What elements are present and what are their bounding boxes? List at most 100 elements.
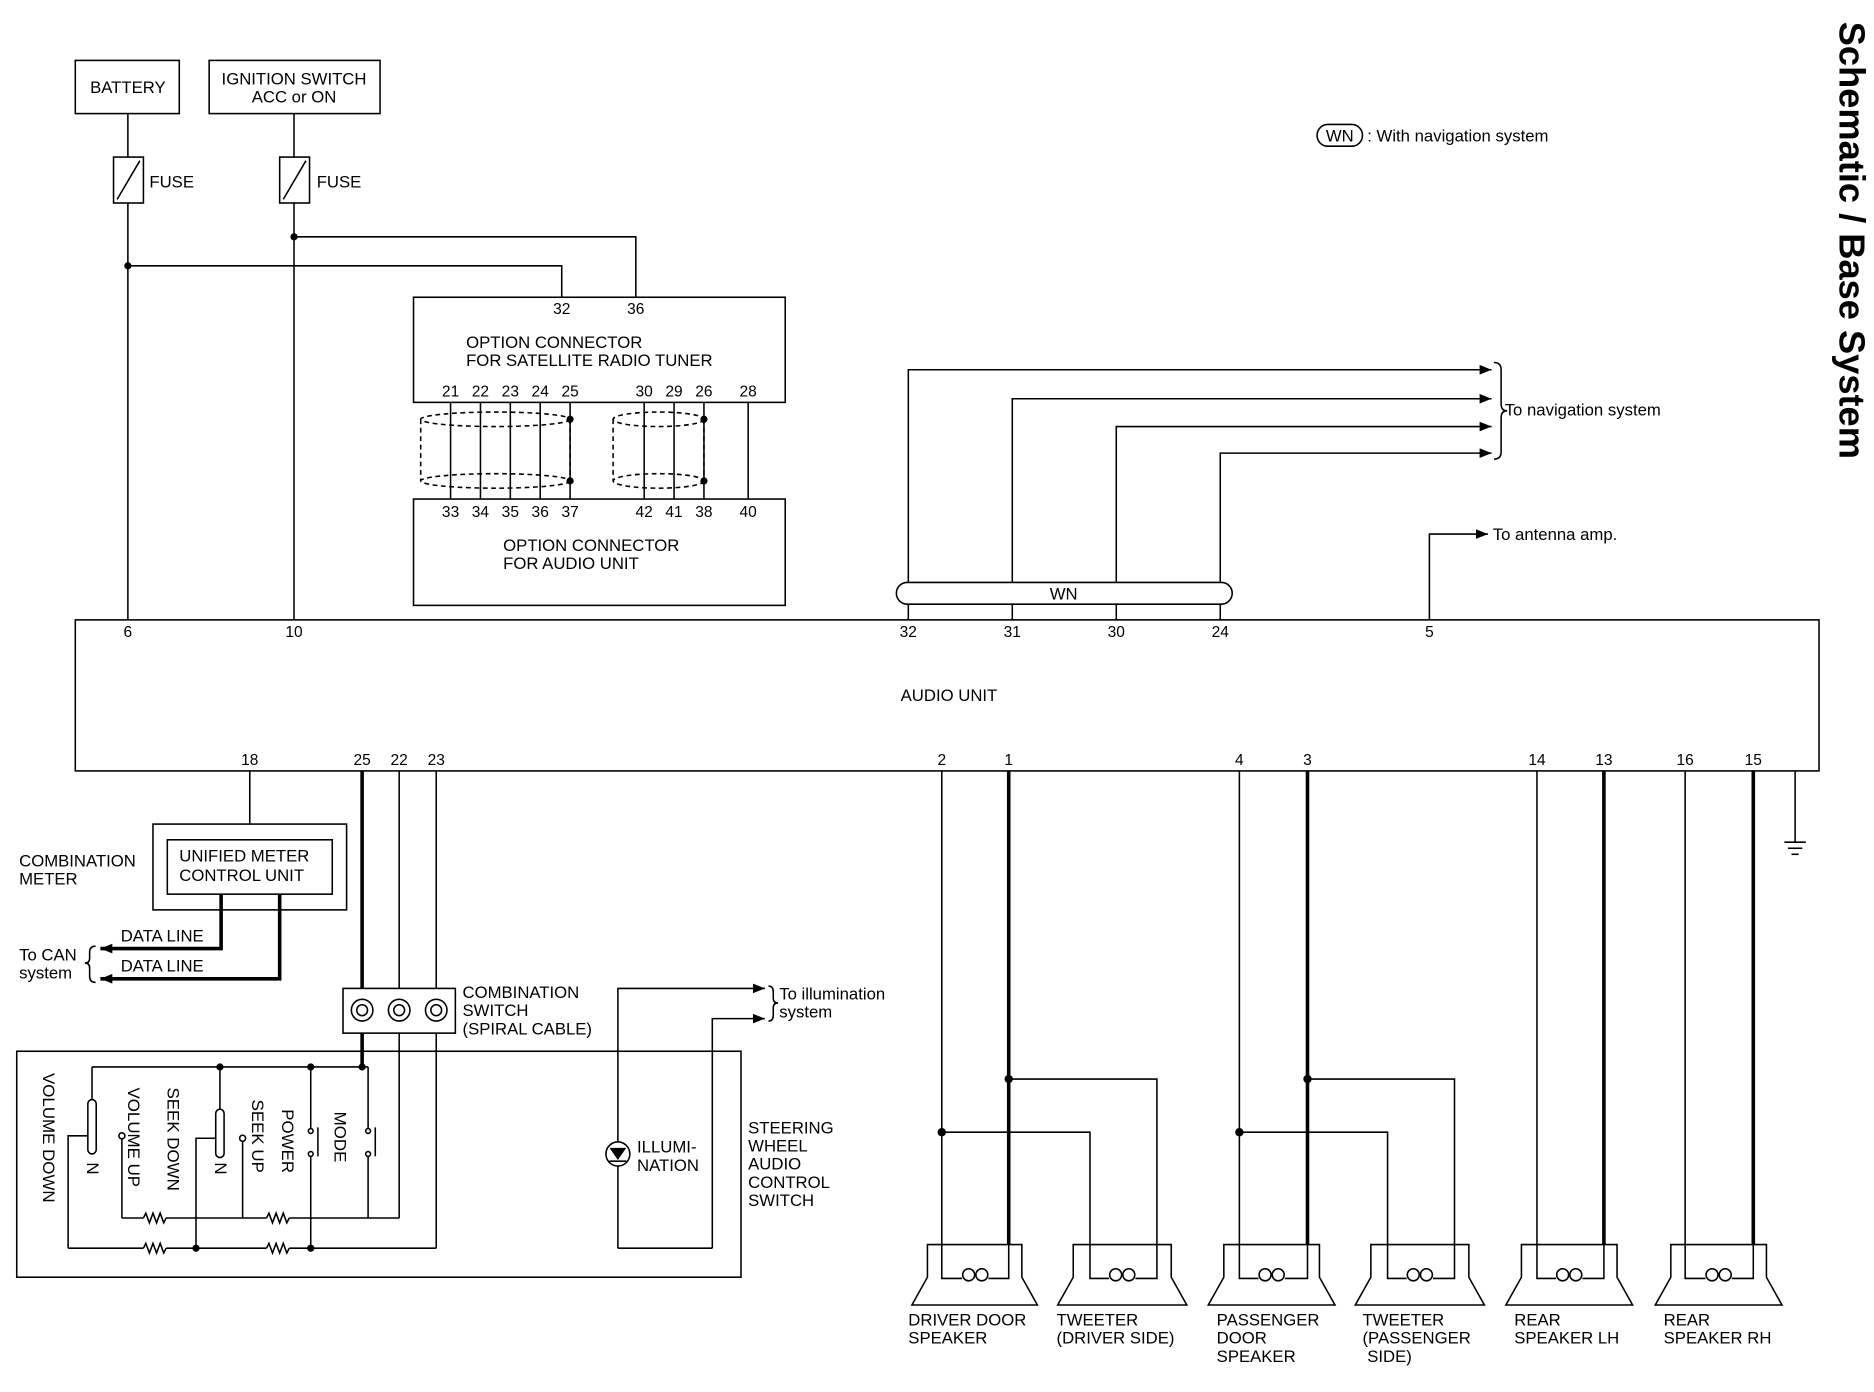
speaker-rear-lh: REAR SPEAKER LH [1504,1243,1634,1348]
speaker-coil-wire [1536,1244,1605,1280]
switch-label-volume-down: VOLUME DOWN [39,1073,58,1203]
unified-meter-label-2: CONTROL UNIT [179,866,304,885]
illumination-lamp-label-2: NATION [637,1156,699,1175]
legend-oval [1316,123,1364,147]
ignition-label-1: IGNITION SWITCH [222,70,367,89]
contact-icon [118,1132,126,1140]
speaker-label: TWEETER [1362,1310,1444,1329]
combination-meter-label-2: METER [19,869,78,888]
pin-number: 26 [695,383,712,400]
combination-meter-label-1: COMBINATION [19,851,136,870]
steering-switch-label-2: WHEEL [748,1136,807,1155]
shield-left [419,411,574,489]
steering-switch-label-5: SWITCH [748,1191,814,1210]
battery-box [74,59,181,115]
legend-text: : With navigation system [1367,126,1548,145]
spiral-cable-inner [355,1003,369,1017]
pin-number: 4 [1235,752,1244,769]
speaker-coil-wire [1238,1244,1309,1280]
pin-number: 24 [1212,624,1230,641]
audio-connector-box [412,498,786,607]
shield-ellipse [612,472,705,489]
speaker-coil-icon [1271,1267,1285,1282]
speaker-coil-icon [1705,1267,1719,1282]
speaker-coil-icon [1569,1267,1583,1282]
audio-unit-box [74,619,1820,772]
battery-label: BATTERY [90,78,166,97]
speaker-label: REAR [1664,1310,1710,1329]
spiral-cable-icon [387,998,411,1022]
page-title: Schematic / Base System [1831,22,1872,459]
wire [941,1131,1091,1245]
data-line-wire [100,894,282,984]
wire [1115,421,1492,620]
resistor-icon [142,1241,167,1256]
pin-number: 36 [532,504,549,521]
wire [1008,1078,1158,1245]
shield-ellipse [612,411,705,428]
switch-label-neutral: N [83,1162,102,1174]
ignition-switch: IGNITION SWITCH ACC or ON [208,59,381,115]
ignition-label-2: ACC or ON [252,88,337,107]
sat-radio-connector: 32 36 OPTION CONNECTOR FOR SATELLITE RAD… [412,296,786,404]
shield-ellipse [419,411,571,428]
speaker-label: TWEETER [1057,1310,1139,1329]
sat-connector-label-2: FOR SATELLITE RADIO TUNER [466,351,713,370]
wire [907,364,1492,620]
wire [1219,448,1492,620]
pin-number: 35 [502,504,520,521]
illumination-label-2: system [779,1002,832,1021]
wire [1428,529,1488,620]
fuse-label: FUSE [149,172,194,191]
pin-number: 30 [1108,624,1126,641]
speaker-passenger-door: PASSENGER DOOR SPEAKER [1206,1243,1337,1366]
illumination-label-1: To illumination [779,984,885,1003]
unified-meter-label-1: UNIFIED METER [179,846,309,865]
speaker-coil-wire [1684,1244,1755,1280]
speaker-label: SPEAKER RH [1664,1329,1772,1348]
pin-number: 32 [553,301,570,318]
sat-connector-label-1: OPTION CONNECTOR [466,333,642,352]
brace [1493,361,1508,460]
audio-option-connector: 33 34 35 36 37 42 41 38 40 OPTION CONNEC… [412,498,786,607]
speaker-rear-rh: REAR SPEAKER RH [1653,1243,1784,1348]
audio-connector-label-2: FOR AUDIO UNIT [503,554,639,573]
resistor-icon [265,1241,290,1256]
switch-label-seek-up: SEEK UP [248,1100,267,1173]
speaker-coil-wire [941,1244,1010,1280]
speaker-label: PASSENGER [1217,1310,1320,1329]
ignition-box [208,59,381,115]
unified-meter-control-unit-box [166,839,334,895]
speaker-coil-wire [1089,1244,1158,1280]
pin-number: 30 [636,383,654,400]
diode-icon [609,1147,627,1160]
pin-number: 16 [1677,752,1694,769]
wire [1307,1078,1456,1245]
speaker-label: (PASSENGER [1362,1329,1470,1348]
seek-switch-icon [214,1108,225,1159]
pin-number: 40 [740,504,758,521]
sat-connector-box [412,296,786,404]
volume-switch-icon [87,1098,97,1155]
switch-label-neutral: N [211,1162,230,1174]
pin-number: 38 [695,504,712,521]
speaker-label: (DRIVER SIDE) [1057,1329,1175,1348]
pin-number: 34 [472,504,490,521]
speaker-coil-wire [1386,1244,1456,1280]
audio-unit: 6 10 32 31 30 24 5 AUDIO UNIT 18 25 22 2… [74,619,1820,772]
switch-label-seek-down: SEEK DOWN [163,1088,182,1191]
speaker-label: DRIVER DOOR [908,1310,1026,1329]
fuse-element [116,160,141,200]
pin-number: 33 [442,504,459,521]
pin-number: 18 [241,752,258,769]
combination-switch-label-3: (SPIRAL CABLE) [463,1019,592,1038]
pin-number: 10 [285,624,303,641]
contact-icon [238,1134,247,1143]
pin-number: 41 [665,504,682,521]
resistor-icon [142,1210,167,1226]
wire [127,265,563,298]
pin-number: 23 [502,383,519,400]
pin-number: 3 [1303,752,1312,769]
pin-number: 31 [1004,624,1021,641]
junction-dot [566,415,574,423]
